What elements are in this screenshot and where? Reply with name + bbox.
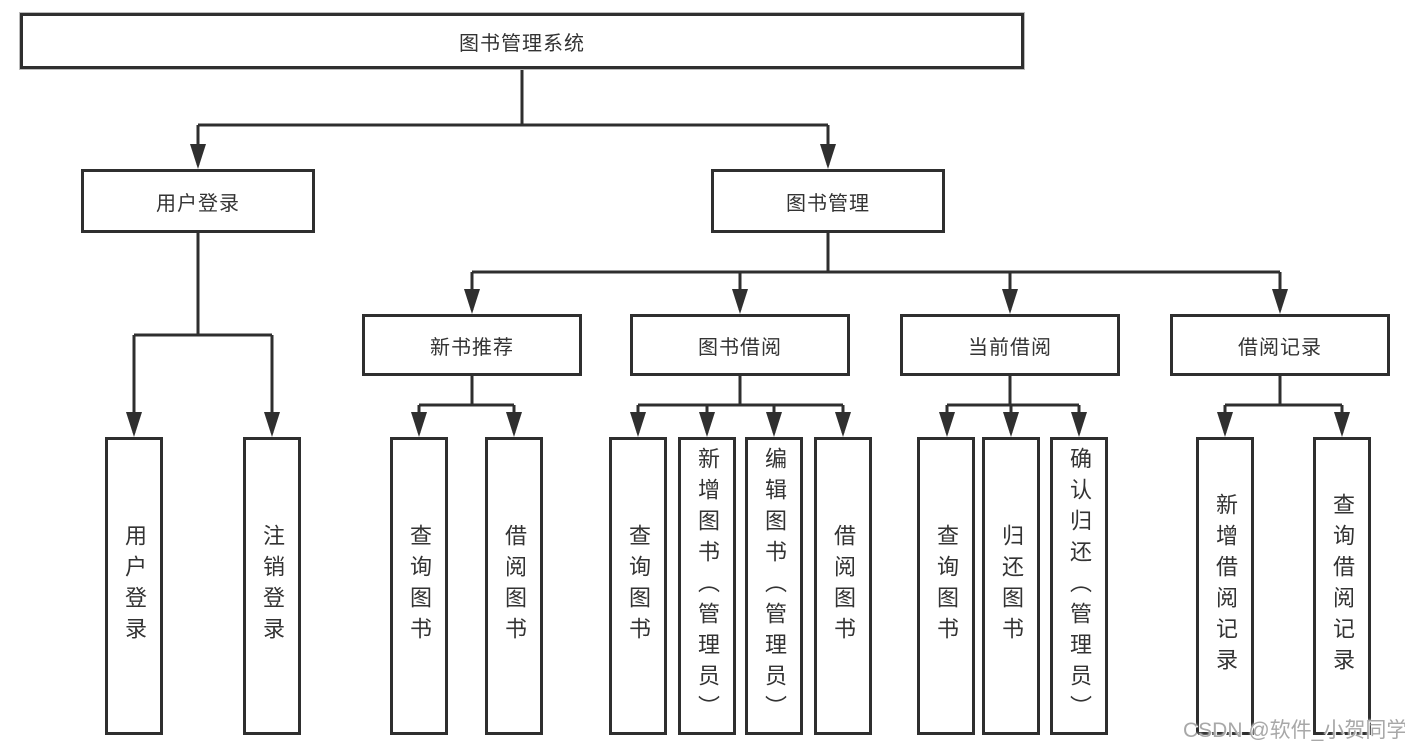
- node-user-login: 用户登录: [81, 169, 315, 233]
- node-new-book-recommendation: 新书推荐: [362, 314, 582, 376]
- leaf-logout: 注销登录: [243, 437, 301, 735]
- leaf-query-books-3: 查询图书: [917, 437, 975, 735]
- leaf-add-books-admin: 新增图书（管理员）: [678, 437, 736, 735]
- leaf-borrow-books-1: 借阅图书: [485, 437, 543, 735]
- leaf-borrow-books-2: 借阅图书: [814, 437, 872, 735]
- node-book-management: 图书管理: [711, 169, 945, 233]
- leaf-query-books-2: 查询图书: [609, 437, 667, 735]
- leaf-confirm-return-admin: 确认归还（管理员）: [1050, 437, 1108, 735]
- leaf-edit-books-admin: 编辑图书（管理员）: [745, 437, 803, 735]
- csdn-watermark: CSDN @软件_小贺同学: [1183, 719, 1405, 742]
- leaf-query-borrow-record: 查询借阅记录: [1313, 437, 1371, 735]
- leaf-user-login: 用户登录: [105, 437, 163, 735]
- leaf-add-borrow-record: 新增借阅记录: [1196, 437, 1254, 735]
- node-borrowing-records: 借阅记录: [1170, 314, 1390, 376]
- leaf-return-books: 归还图书: [982, 437, 1040, 735]
- node-book-management-system: 图书管理系统: [20, 13, 1024, 69]
- leaf-query-books-1: 查询图书: [390, 437, 448, 735]
- node-current-borrowing: 当前借阅: [900, 314, 1120, 376]
- node-book-borrowing: 图书借阅: [630, 314, 850, 376]
